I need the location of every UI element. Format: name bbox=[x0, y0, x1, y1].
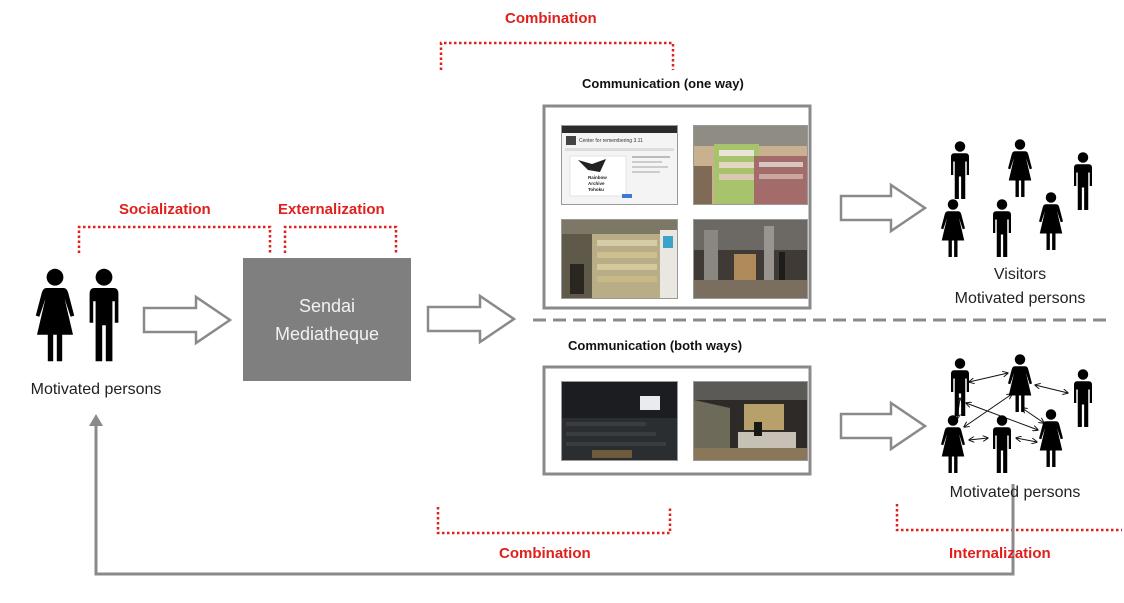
network-group-people bbox=[941, 354, 1092, 473]
woman-icon bbox=[35, 268, 75, 362]
label-externalization: Externalization bbox=[278, 201, 385, 218]
block-arrow-2 bbox=[426, 293, 517, 345]
bracket-externalization bbox=[283, 225, 398, 253]
bracket-combination-bottom bbox=[436, 507, 672, 535]
woman-icon bbox=[1039, 192, 1063, 250]
bracket-combination-top bbox=[439, 41, 675, 70]
label-visitors: Visitors bbox=[993, 266, 1047, 283]
feedback-loop-line bbox=[94, 423, 1015, 576]
label-combination-top: Combination bbox=[505, 10, 597, 27]
label-communication-both-ways: Communication (both ways) bbox=[568, 338, 743, 353]
block-arrow-4 bbox=[839, 400, 928, 452]
photo-lounge bbox=[693, 381, 808, 461]
label-internalization: Internalization bbox=[949, 545, 1051, 562]
bracket-internalization bbox=[895, 504, 1122, 532]
visitors-group-people bbox=[941, 139, 1092, 257]
man-icon bbox=[993, 199, 1011, 257]
bracket-socialization bbox=[77, 225, 272, 253]
label-socialization: Socialization bbox=[119, 201, 211, 218]
woman-icon bbox=[941, 415, 965, 473]
photo-reading-room bbox=[561, 219, 678, 299]
man-icon bbox=[951, 358, 969, 416]
man-icon bbox=[1074, 369, 1092, 427]
label-communication-one-way: Communication (one way) bbox=[582, 76, 744, 91]
logo-line-2: Archive bbox=[588, 181, 605, 186]
man-icon bbox=[993, 415, 1011, 473]
man-icon bbox=[951, 141, 969, 199]
mediatheque-box bbox=[243, 258, 411, 381]
block-arrow-3 bbox=[839, 182, 928, 234]
woman-icon bbox=[1008, 139, 1032, 197]
woman-icon bbox=[1008, 354, 1032, 412]
man-icon bbox=[1074, 152, 1092, 210]
logo-line-3: Tohoku bbox=[588, 187, 604, 192]
mediatheque-label-line2: Mediatheque bbox=[274, 323, 380, 344]
photo-lecture-hall bbox=[561, 381, 678, 461]
photo-website-screenshot: Center for remembering 3.11 Rainbow Arch… bbox=[561, 125, 678, 205]
block-arrow-1 bbox=[142, 294, 233, 346]
man-icon bbox=[89, 268, 119, 362]
photo-atrium bbox=[693, 219, 808, 299]
woman-icon bbox=[941, 199, 965, 257]
label-combination-bottom: Combination bbox=[499, 545, 591, 562]
photo-library-shelves bbox=[693, 125, 808, 205]
label-visitors-motivated-persons: Motivated persons bbox=[954, 290, 1086, 307]
label-left-motivated-persons: Motivated persons bbox=[30, 381, 162, 398]
mediatheque-label-line1: Sendai bbox=[298, 295, 356, 316]
woman-icon bbox=[1039, 409, 1063, 467]
mediatheque-label: Sendai Mediatheque bbox=[243, 258, 411, 381]
logo-line-1: Rainbow bbox=[588, 175, 607, 180]
label-network-motivated-persons: Motivated persons bbox=[949, 484, 1081, 501]
feedback-loop-arrowhead bbox=[89, 414, 103, 426]
screenshot-header: Center for remembering 3.11 bbox=[579, 138, 643, 144]
left-group-people bbox=[35, 268, 119, 362]
